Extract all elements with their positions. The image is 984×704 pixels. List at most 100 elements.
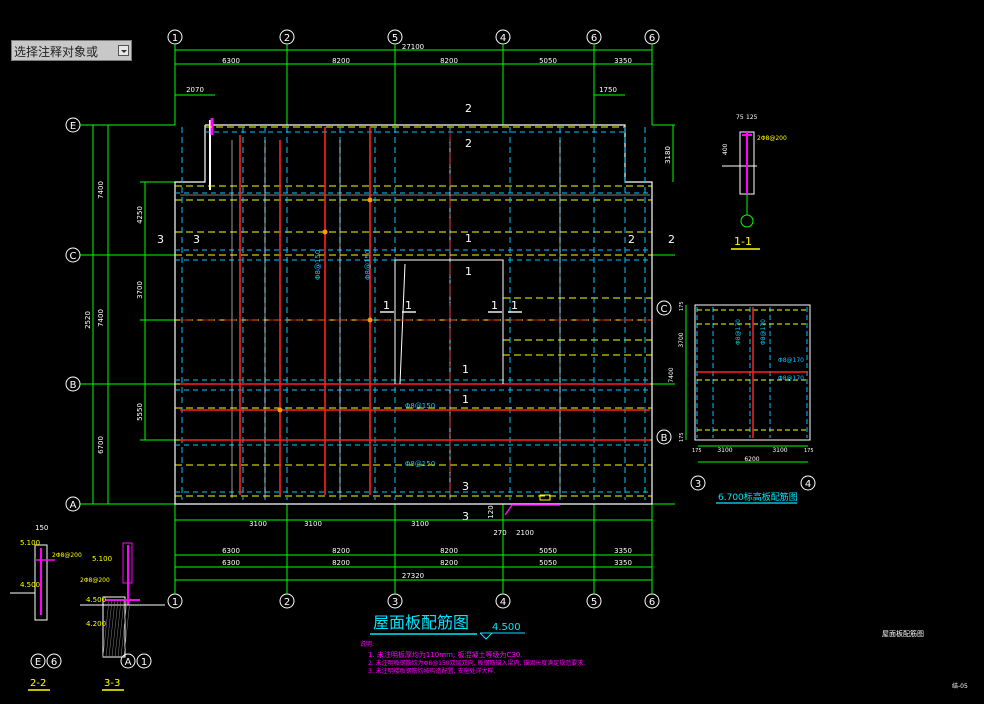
- sheet-number: 结-05: [952, 682, 968, 690]
- annotation-dropdown[interactable]: 选择注释对象或: [11, 40, 132, 61]
- dim-bottom-small-4: 270: [493, 529, 506, 537]
- dim-small-rightv: 3180: [664, 146, 672, 164]
- note-box-bottom: [539, 494, 551, 501]
- dim-bottom-row2-4: 3350: [614, 559, 632, 567]
- side-label: 屋面板配筋图: [882, 629, 924, 638]
- dim-top-0: 6300: [222, 57, 240, 65]
- grid-bubble-bottom-5-label: 5: [591, 597, 597, 608]
- detail-33-hatch-4: [114, 599, 122, 658]
- detail-670-dim-h-2: 6200: [744, 456, 759, 463]
- dim-bottom-row2-0: 6300: [222, 559, 240, 567]
- section-1-left-a-label: 1: [383, 299, 390, 312]
- section-1-left-b-label: 1: [405, 299, 412, 312]
- main-title-elev: 4.500: [492, 622, 521, 633]
- section-1-v-b: 1: [465, 265, 472, 278]
- detail-670-row-c-circle: [656, 300, 672, 316]
- detail-670-col-3-circle: [690, 475, 706, 491]
- dim-bottom-small-5: 120: [487, 505, 495, 518]
- dim-bottom-row2-2: 8200: [440, 559, 458, 567]
- note-2: 2. 未注明板钢筋均为Φ8@150双层双向, 板钢筋锚入梁内, 锚固长度满足规范…: [368, 659, 585, 667]
- section-3-left-a: 3: [157, 233, 164, 246]
- section-1-right-b-label: 1: [511, 299, 518, 312]
- note-3: 3. 未注明楼板钢筋均按构造配置, 支座处详大样.: [368, 667, 495, 675]
- detail-33-hatch-0: [102, 599, 110, 658]
- section-3-v-b: 3: [462, 510, 469, 523]
- detail-33-axis-a-circle: [120, 653, 136, 669]
- detail-670-row-b-circle: [656, 429, 672, 445]
- notes-heading: 说明:: [360, 640, 374, 648]
- detail-33-hatch-5: [117, 599, 125, 658]
- detail-33-axis-1-circle: [136, 653, 152, 669]
- detail-22-col: [34, 544, 48, 621]
- dim-bottom-row1-0: 6300: [222, 547, 240, 555]
- detail-11-dim-2: 400: [722, 143, 729, 155]
- grid-bubble-top-6-label: 6: [649, 33, 655, 44]
- detail-22-dim-1: 5.100: [20, 539, 40, 547]
- grid-bubble-row-A-label: A: [70, 500, 77, 511]
- dim-bottom-row1-4: 3350: [614, 547, 632, 555]
- chevron-down-icon[interactable]: [118, 45, 129, 56]
- detail-33-dim-0: 5.100: [92, 555, 112, 563]
- leader-bottom: [504, 504, 560, 516]
- note-1: 1. 未注明板厚均为110mm; 板混凝土等级为C30.: [368, 650, 523, 659]
- section-1-v-a: 1: [465, 232, 472, 245]
- dim-top-1: 8200: [332, 57, 350, 65]
- detail-22-axis-6-circle: [46, 653, 62, 669]
- dim-bottom-row2-1: 8200: [332, 559, 350, 567]
- detail-22-dim-0: 150: [35, 524, 48, 532]
- detail-22-axis-6-label: 6: [51, 657, 57, 668]
- grid-bubble-bottom-4-label: 4: [500, 597, 506, 608]
- detail-670-rebar-1: Φ8@170: [760, 319, 767, 345]
- detail-22-title: 2-2: [30, 678, 46, 689]
- detail-670-dim-c-2: 175: [692, 448, 702, 454]
- detail-670-dim-c-3: 175: [804, 448, 814, 454]
- dim-bottom-row1-1: 8200: [332, 547, 350, 555]
- detail-670-title: 6.700标高板配筋图: [718, 491, 798, 503]
- detail-33-dim-1: 4.500: [86, 596, 106, 604]
- dim-bottom-small-3: 2100: [516, 529, 534, 537]
- dim-small-left: 2070: [186, 86, 204, 94]
- section-1-v-c: 1: [462, 363, 469, 376]
- grid-bubble-bottom-3-label: 3: [392, 597, 398, 608]
- annotation-dropdown-label: 选择注释对象或: [14, 45, 99, 59]
- detail-33-title: 3-3: [104, 678, 120, 689]
- detail-22-axis-e-label: E: [35, 657, 41, 668]
- section-2-top-a: 2: [465, 102, 472, 115]
- dim-left-outer2: 7400: [97, 309, 105, 327]
- detail-670-rebar-3: Φ8@170: [778, 375, 804, 382]
- section-2-right-a: 2: [628, 233, 635, 246]
- detail-11-rebar-label: 2Φ8@200: [757, 135, 787, 142]
- node-dot-2: [367, 317, 373, 323]
- detail-11-axis-circle: [740, 214, 754, 228]
- detail-33-hatch-3: [111, 599, 119, 658]
- detail-22-dim-2: 4.500: [20, 581, 40, 589]
- opening-diag: [399, 263, 406, 385]
- detail-33-hatch-2: [108, 599, 116, 658]
- detail-670-row-c-label: C: [661, 304, 668, 315]
- dim-top-total: 27100: [402, 43, 424, 51]
- grid-bubble-top-2-label: 2: [284, 33, 290, 44]
- dim-bottom-row1-3: 5050: [539, 547, 557, 555]
- detail-670-outline: [694, 304, 811, 441]
- rebar-label-0: Φ8@150: [314, 250, 322, 280]
- detail-11-title: 1-1: [734, 235, 752, 248]
- dim-bottom-total: 27320: [402, 572, 424, 580]
- detail-670-col-3-label: 3: [695, 479, 701, 490]
- dim-left-outer-1: 2520: [84, 311, 92, 329]
- detail-22-rebar: 2Φ8@200: [52, 552, 82, 559]
- detail-22-axis-e-circle: [30, 653, 46, 669]
- detail-33-rebar: 2Φ8@200: [80, 577, 110, 584]
- dim-top-2: 8200: [440, 57, 458, 65]
- dim-left-outer-2: 6700: [97, 436, 105, 454]
- dim-left-inner-2: 5550: [136, 403, 144, 421]
- detail-670-dim-c-0: 175: [679, 301, 685, 311]
- detail-33-hatch-6: [120, 599, 128, 658]
- section-3-v-a: 3: [462, 480, 469, 493]
- detail-670-dim-h-1: 3100: [772, 447, 787, 454]
- grid-bubble-top-4-label: 4: [500, 33, 506, 44]
- elev-mark: [479, 632, 493, 640]
- rebar-label-2: Φ8@150: [405, 402, 435, 410]
- dim-bottom-row2-3: 5050: [539, 559, 557, 567]
